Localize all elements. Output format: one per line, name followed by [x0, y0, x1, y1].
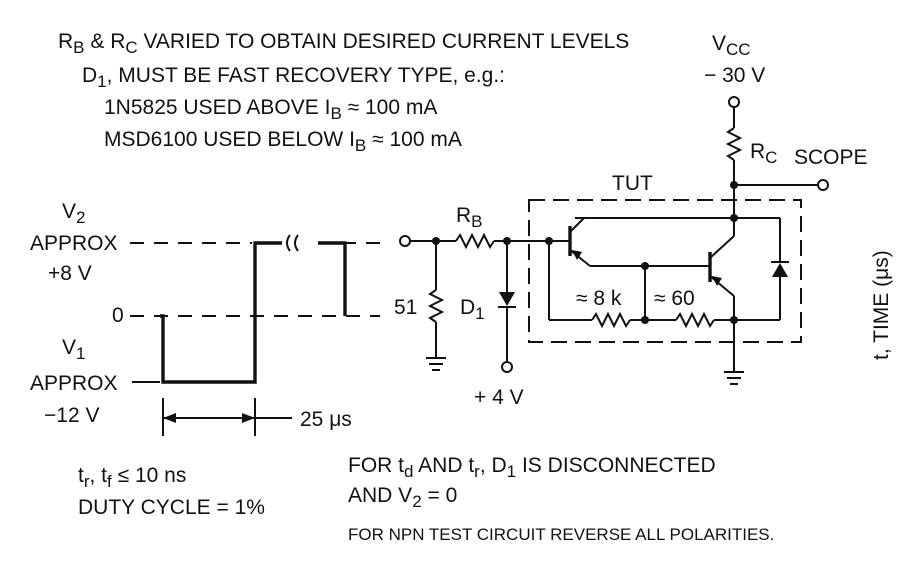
note-line-1: RB & RC VARIED TO OBTAIN DESIRED CURRENT…: [58, 30, 629, 57]
transistor-q1: [568, 217, 591, 267]
v2-label: V2: [62, 200, 85, 227]
rise-fall-time-label: tr, tf ≤ 10 ns: [78, 464, 186, 491]
vcc-value-label: − 30 V: [704, 64, 765, 87]
r8k-resistor: [591, 311, 631, 329]
pulse-trace-tail: [318, 241, 347, 316]
time-break-symbol: [286, 234, 299, 252]
input-waveform: V2 APPROX +8 V 0 V1 APPROX −12 V 25 μs: [30, 200, 380, 436]
vcc-label: VCC: [712, 32, 751, 59]
scope-terminal: [817, 179, 829, 191]
note-line-3: 1N5825 USED ABOVE IB ≈ 100 mA: [104, 96, 437, 123]
vcc-terminal: [728, 96, 740, 108]
timing-notes: tr, tf ≤ 10 ns DUTY CYCLE = 1%: [78, 464, 265, 519]
r60-label: ≈ 60: [654, 287, 695, 310]
r51-label: 51: [394, 296, 417, 319]
footer-line-2: AND V2 = 0: [348, 484, 457, 511]
v2-approx-label: APPROX: [30, 232, 118, 255]
test-circuit: RB 51 D1 + 4 V TUT VCC − 30 V RC: [394, 32, 868, 409]
note-line-2: D1, MUST BE FAST RECOVERY TYPE, e.g.:: [82, 64, 505, 91]
v1-value-label: −12 V: [44, 404, 99, 427]
ground-symbol-left: [426, 357, 446, 371]
r60-resistor: [675, 311, 715, 329]
r51-resistor: [427, 289, 445, 323]
rb-resistor: [455, 232, 495, 250]
note-line-4: MSD6100 USED BELOW IB ≈ 100 mA: [104, 128, 462, 155]
tut-boundary: [528, 199, 802, 343]
zero-level-label: 0: [112, 304, 124, 327]
pulse-width-label: 25 μs: [300, 408, 352, 431]
d1-label: D1: [460, 296, 485, 323]
node-collector: [730, 214, 738, 222]
time-axis-label: t, TIME (μs): [870, 250, 893, 360]
scope-label: SCOPE: [794, 146, 868, 169]
plus4v-label: + 4 V: [474, 386, 524, 409]
footer-notes: FOR td AND tr, D1 IS DISCONNECTED AND V2…: [348, 454, 774, 544]
pulse-trace: [160, 241, 282, 384]
dim-arrow-left: [163, 413, 176, 423]
rc-resistor: [725, 127, 743, 161]
ground-symbol-right: [724, 371, 744, 385]
v2-value-label: +8 V: [48, 262, 92, 285]
input-terminal: [399, 235, 411, 247]
footer-line-1: FOR td AND tr, D1 IS DISCONNECTED: [348, 454, 716, 481]
r8k-label: ≈ 8 k: [576, 287, 622, 310]
notes-block: RB & RC VARIED TO OBTAIN DESIRED CURRENT…: [58, 30, 629, 155]
footer-line-3: FOR NPN TEST CIRCUIT REVERSE ALL POLARIT…: [348, 525, 774, 544]
damper-diode: [772, 263, 788, 277]
rb-label: RB: [456, 204, 483, 231]
v1-label: V1: [62, 336, 85, 363]
plus4v-terminal: [501, 361, 513, 373]
d1-diode: [499, 292, 515, 306]
dim-arrow-right: [242, 413, 255, 423]
tut-label: TUT: [612, 172, 653, 195]
rc-label: RC: [750, 140, 777, 167]
transistor-q2: [708, 235, 735, 297]
v1-approx-label: APPROX: [30, 372, 118, 395]
duty-cycle-label: DUTY CYCLE = 1%: [78, 496, 265, 519]
